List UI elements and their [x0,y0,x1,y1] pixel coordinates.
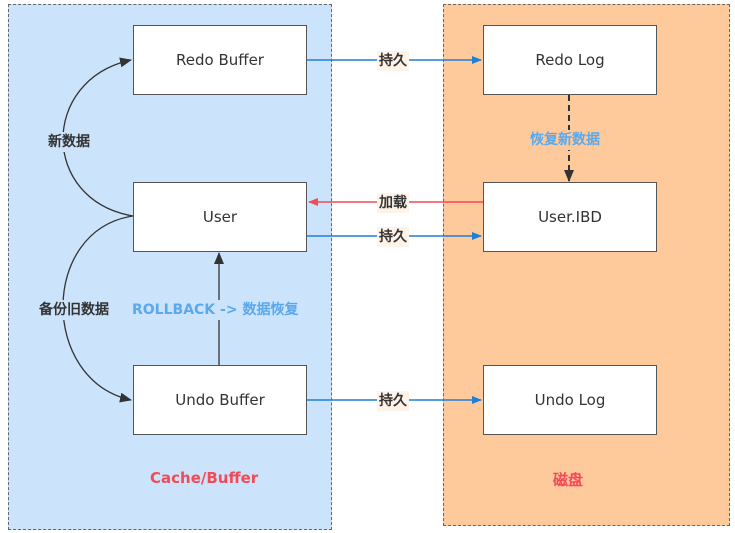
redo-buffer-node: Redo Buffer [133,25,307,95]
user-ibd-label: User.IBD [538,208,602,226]
redo-log-node: Redo Log [483,25,657,95]
persist-redo-label: 持久 [377,51,409,71]
recover-new-data-label: 恢复新数据 [528,130,602,150]
disk-title: 磁盘 [553,471,584,489]
undo-buffer-label: Undo Buffer [175,391,265,409]
redo-log-label: Redo Log [535,51,605,69]
user-node: User [133,182,307,252]
undo-log-node: Undo Log [483,365,657,435]
backup-old-data-label: 备份旧数据 [37,300,111,320]
persist-user-label: 持久 [377,227,409,247]
rollback-label: ROLLBACK -> 数据恢复 [130,300,301,320]
load-user-label: 加载 [377,193,409,213]
undo-log-label: Undo Log [534,391,606,409]
new-data-label: 新数据 [46,132,92,152]
persist-undo-label: 持久 [377,391,409,411]
user-ibd-node: User.IBD [483,182,657,252]
redo-buffer-label: Redo Buffer [176,51,264,69]
cache-buffer-title: Cache/Buffer [150,469,259,487]
undo-buffer-node: Undo Buffer [133,365,307,435]
user-label: User [202,208,238,226]
